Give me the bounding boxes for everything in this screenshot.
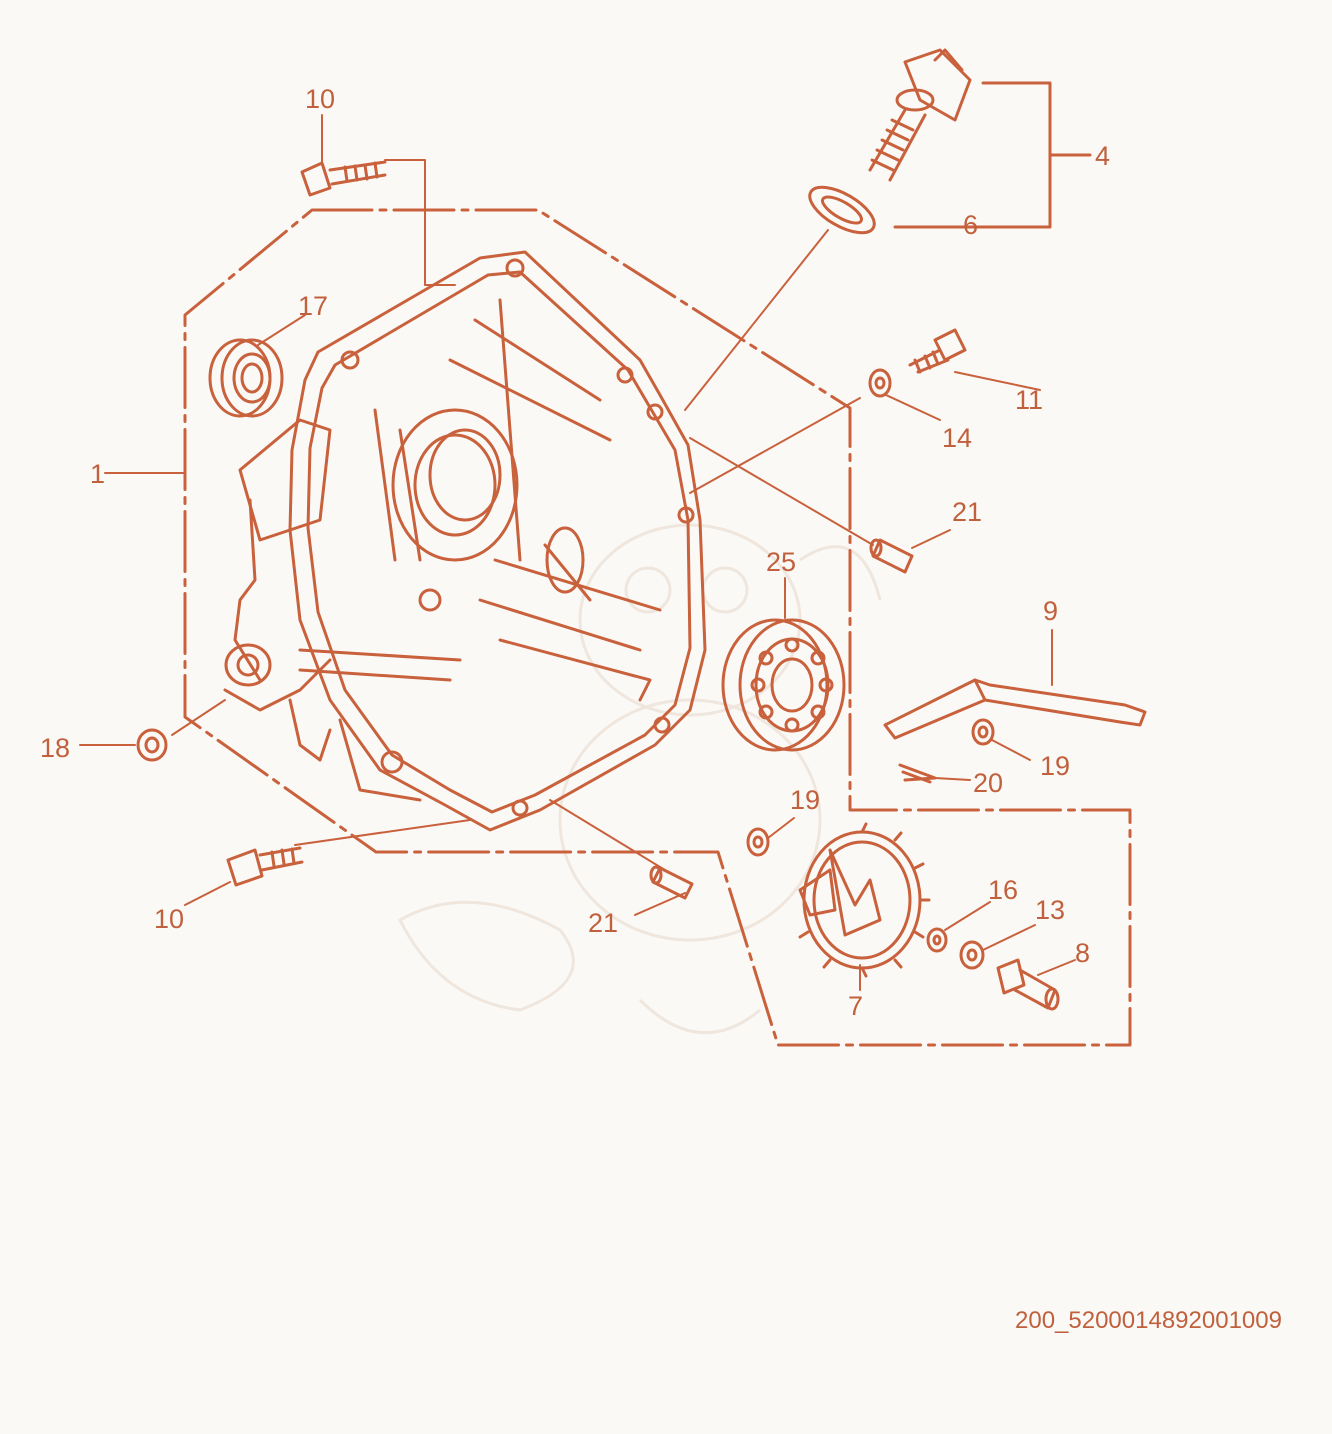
bolt-10-bottom: [226, 846, 304, 887]
callout-8: 8: [1075, 938, 1090, 968]
bracket-4-6: [893, 81, 1092, 229]
governor-gear-7: [798, 822, 931, 978]
callout-19-right: 19: [1040, 751, 1070, 781]
governor-arm-9: [883, 678, 1147, 740]
callout-6: 6: [963, 210, 978, 240]
callout-10-top: 10: [305, 84, 335, 114]
callout-16: 16: [988, 875, 1018, 905]
leader-lines: [79, 114, 1076, 991]
callout-7: 7: [848, 991, 863, 1021]
nut-19-center: [746, 827, 770, 857]
callout-14: 14: [942, 423, 972, 453]
governor-shaft-8: [996, 958, 1060, 1011]
washer-14: [868, 368, 892, 398]
image-code: 200_5200014892001009: [1015, 1307, 1282, 1334]
o-ring-6: [808, 185, 876, 235]
callout-17: 17: [298, 291, 328, 321]
group-boundary-cover: [183, 208, 1132, 1047]
dowel-pin-21-right: [869, 538, 914, 574]
callout-18: 18: [40, 733, 70, 763]
callout-11: 11: [1015, 385, 1043, 415]
callout-21-bottom: 21: [588, 908, 618, 938]
bolt-11: [908, 328, 967, 374]
callout-10-bottom: 10: [154, 904, 184, 934]
washer-16: [926, 927, 948, 953]
callout-21-right: 21: [952, 497, 982, 527]
watermark-figure: [398, 523, 882, 1035]
callout-4: 4: [1095, 141, 1110, 171]
callout-20: 20: [973, 768, 1003, 798]
crankcase-cover: [223, 250, 707, 832]
oil-seal-17: [208, 338, 284, 418]
nut-18: [136, 728, 168, 762]
ball-bearing-25: [721, 618, 846, 752]
clip-20: [898, 763, 937, 784]
callout-labels: 10 4 6 17 11 14 1 21 25 9 18 19 20 19 10…: [40, 84, 1110, 1021]
oil-dipstick-4: [868, 48, 972, 182]
nut-19-right: [971, 718, 995, 746]
callout-25: 25: [766, 547, 796, 577]
nut-13: [959, 940, 985, 970]
dowel-pin-21-bottom: [649, 865, 694, 900]
callout-19-center: 19: [790, 785, 820, 815]
bolt-10-top: [300, 160, 387, 197]
callout-1: 1: [90, 459, 105, 489]
callout-9: 9: [1043, 596, 1058, 626]
callout-13: 13: [1035, 895, 1065, 925]
